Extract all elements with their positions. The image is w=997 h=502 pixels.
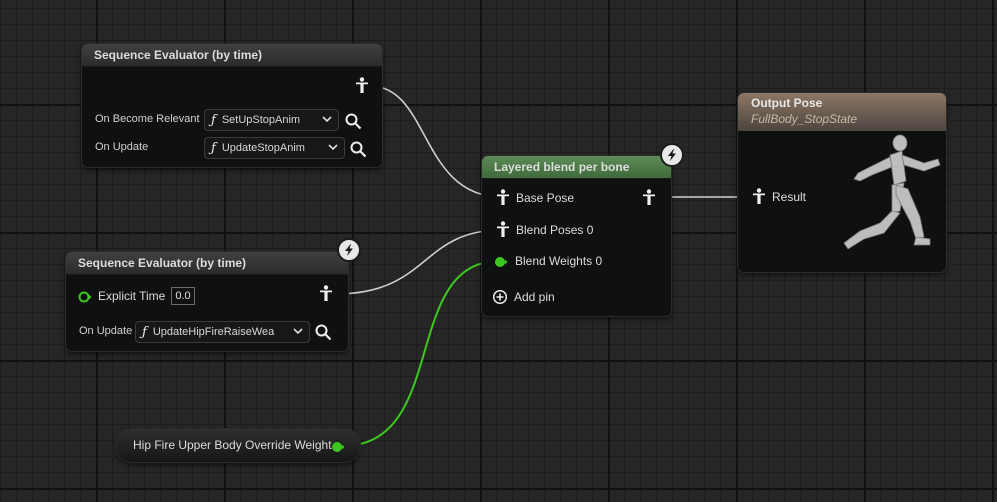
node-title: Layered blend per bone: [482, 156, 671, 179]
explicit-time-row: Explicit Time 0.0: [98, 287, 195, 305]
function-icon: ƒ: [142, 324, 147, 340]
explicit-time-float-pin-icon[interactable]: [78, 290, 92, 308]
on-update-function-name: UpdateHipFireRaiseWea: [152, 326, 275, 338]
search-icon[interactable]: [349, 140, 367, 158]
wire-variable-to-blendweights: [341, 260, 501, 447]
function-icon: ƒ: [211, 140, 216, 156]
explicit-time-label: Explicit Time: [98, 289, 166, 303]
add-pin-button[interactable]: Add pin: [514, 290, 555, 304]
variable-output-float-pin-icon[interactable]: [331, 440, 345, 458]
search-icon[interactable]: [314, 323, 332, 341]
running-figure-icon: [843, 134, 941, 250]
pose-output-pin-icon[interactable]: [319, 285, 333, 301]
base-pose-label: Base Pose: [516, 191, 575, 205]
chevron-down-icon: [316, 115, 332, 126]
on-become-relevant-label: On Become Relevant: [95, 113, 200, 125]
blend-weights-float-pin-icon[interactable]: [494, 255, 508, 273]
variable-label: Hip Fire Upper Body Override Weight: [133, 438, 332, 452]
node-title: Output Pose: [751, 96, 823, 110]
on-update-function-combo[interactable]: ƒ UpdateStopAnim: [204, 137, 345, 159]
blend-poses-label: Blend Poses 0: [516, 223, 594, 237]
add-pin-icon[interactable]: [492, 289, 508, 310]
on-update-function-combo[interactable]: ƒ UpdateHipFireRaiseWea: [135, 321, 310, 343]
on-become-relevant-function-name: SetUpStopAnim: [221, 114, 301, 126]
function-icon: ƒ: [211, 112, 216, 128]
blend-weights-label: Blend Weights 0: [515, 254, 603, 268]
result-label: Result: [772, 190, 807, 204]
explicit-time-input[interactable]: 0.0: [171, 287, 195, 305]
wire-seq2-to-blendposes: [334, 229, 503, 295]
sequence-evaluator-node-1[interactable]: Sequence Evaluator (by time) On Become R…: [82, 44, 382, 167]
fast-path-icon: [660, 143, 684, 167]
node-title: Sequence Evaluator (by time): [66, 252, 348, 275]
output-pose-node[interactable]: Output Pose FullBody_StopState Result: [738, 93, 946, 272]
output-pose-header: Output Pose FullBody_StopState: [738, 93, 946, 131]
chevron-down-icon: [322, 143, 338, 154]
base-pose-pin-icon[interactable]: [496, 189, 510, 205]
node-title: Sequence Evaluator (by time): [82, 44, 382, 67]
result-pin-icon[interactable]: [752, 188, 766, 204]
output-pose-pin-icon[interactable]: [642, 189, 656, 205]
search-icon[interactable]: [344, 112, 362, 130]
on-update-function-name: UpdateStopAnim: [221, 142, 305, 154]
fast-path-icon: [337, 238, 361, 262]
on-become-relevant-function-combo[interactable]: ƒ SetUpStopAnim: [204, 109, 339, 131]
chevron-down-icon: [287, 327, 303, 338]
layered-blend-per-bone-node[interactable]: Layered blend per bone Base Pose Blend P…: [482, 156, 671, 316]
on-update-label: On Update: [95, 141, 149, 153]
node-subtitle: FullBody_StopState: [751, 112, 858, 126]
variable-node-hip-fire-weight[interactable]: Hip Fire Upper Body Override Weight: [116, 429, 360, 462]
pose-output-pin-icon[interactable]: [355, 77, 369, 93]
blend-poses-pin-icon[interactable]: [496, 221, 510, 237]
sequence-evaluator-node-2[interactable]: Sequence Evaluator (by time) Explicit Ti…: [66, 252, 348, 351]
on-update-label: On Update: [79, 325, 133, 337]
